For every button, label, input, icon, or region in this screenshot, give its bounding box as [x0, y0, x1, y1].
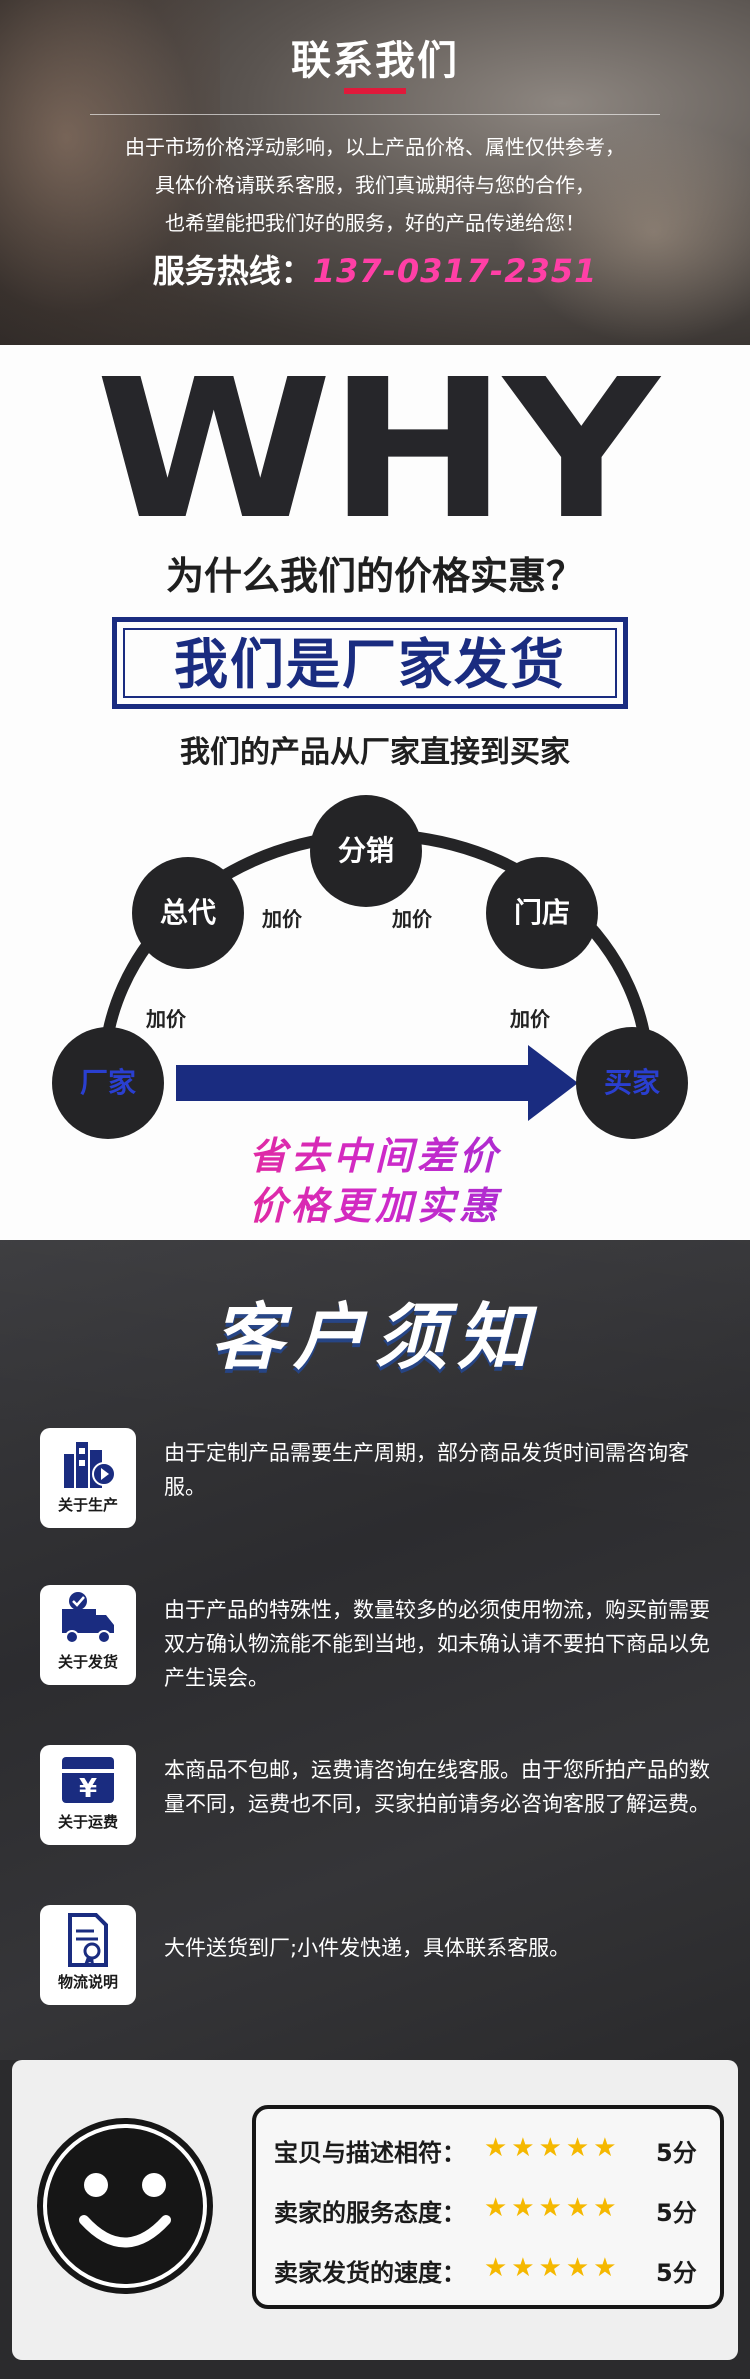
notice-icon-caption: 关于运费: [57, 1813, 118, 1831]
rating-label: 宝贝与描述相符：: [274, 2139, 466, 2167]
node-distribution: 分销: [310, 795, 422, 907]
notice-text: 本商品不包邮，运费请咨询在线客服。由于您所拍产品的数量不同，运费也不同，买家拍前…: [164, 1758, 710, 1816]
rating-label: 卖家发货的速度：: [274, 2259, 466, 2287]
title-underline: [344, 88, 406, 94]
why-heading: WHY: [95, 339, 659, 562]
notice-title: 客户须知: [210, 1295, 539, 1379]
notice-title-shadow: 客户须知: [210, 1299, 539, 1383]
rating-score: 5分: [656, 2199, 697, 2227]
rating-label: 卖家的服务态度：: [274, 2199, 466, 2227]
notice-icon-caption: 物流说明: [57, 1973, 118, 1991]
star-rating: ★★★★★: [484, 2193, 621, 2223]
node-buyer: 买家: [576, 1027, 688, 1139]
why-question: 为什么我们的价格实惠？: [165, 554, 584, 598]
notice-icon-card: 关于发货: [40, 1585, 136, 1685]
markup-label: 加价: [392, 907, 432, 931]
rating-section: 宝贝与描述相符： ★★★★★ 5分 卖家的服务态度： ★★★★★ 5分 卖家发货…: [0, 2060, 750, 2379]
notice-icon-card: ¥ 关于运费: [40, 1745, 136, 1845]
rating-score: 5分: [656, 2139, 697, 2167]
notice-text: 大件送货到厂;小件发快递，具体联系客服。: [164, 1936, 571, 1960]
markup-label: 加价: [146, 1007, 186, 1031]
contact-notice-text: 由于市场价格浮动影响，以上产品价格、属性仅供参考， 具体价格请联系客服，我们真诚…: [0, 128, 750, 242]
supply-chain-diagram: 厂家 总代 分销 门店 买家 加价 加价 加价 加价: [0, 765, 750, 1165]
hotline-number[interactable]: 137-0317-2351: [312, 252, 598, 290]
customer-notice-section: 客户须知 客户须知 关于生产 由于定制产品需要生产周期，部分商品发货时间需咨询客…: [0, 1240, 750, 2060]
rating-panel: 宝贝与描述相符： ★★★★★ 5分 卖家的服务态度： ★★★★★ 5分 卖家发货…: [12, 2060, 738, 2360]
contact-title: 联系我们: [291, 38, 459, 84]
node-factory: 厂家: [52, 1027, 164, 1139]
svg-text:¥: ¥: [79, 1774, 97, 1804]
node-store: 门店: [486, 857, 598, 969]
notice-text: 由于定制产品需要生产周期，部分商品发货时间需咨询客服。: [164, 1441, 689, 1499]
slogan-line: 价格更加实惠: [0, 1175, 750, 1230]
rating-row: 卖家发货的速度： ★★★★★ 5分: [274, 2249, 714, 2289]
why-subtitle: 我们的产品从厂家直接到买家: [180, 735, 570, 770]
markup-label: 加价: [262, 907, 302, 931]
factory-claim-box: 我们是厂家发货: [112, 617, 628, 709]
hotline: 服务热线：137-0317-2351: [0, 246, 750, 292]
notice-line: 由于市场价格浮动影响，以上产品价格、属性仅供参考，: [125, 135, 625, 159]
star-rating: ★★★★★: [484, 2253, 621, 2283]
factory-icon: [64, 1442, 116, 1488]
truck-icon: [62, 1592, 114, 1644]
factory-claim: 我们是厂家发货: [123, 628, 617, 698]
node-agent: 总代: [132, 857, 244, 969]
notice-line: 也希望能把我们好的服务，好的产品传递给您！: [165, 211, 585, 235]
why-section: WHY 为什么我们的价格实惠？ 我们是厂家发货 我们的产品从厂家直接到买家 厂家…: [0, 345, 750, 1240]
direct-arrow-head: [528, 1045, 578, 1121]
notice-icon-card: 关于生产: [40, 1428, 136, 1528]
rating-score: 5分: [656, 2259, 697, 2287]
notice-icon-card: 物流说明: [40, 1905, 136, 2005]
star-rating: ★★★★★: [484, 2133, 621, 2163]
rating-row: 宝贝与描述相符： ★★★★★ 5分: [274, 2129, 714, 2169]
notice-text: 由于产品的特殊性，数量较多的必须使用物流，购买前需要双方确认物流能不能到当地，如…: [164, 1598, 710, 1690]
rating-row: 卖家的服务态度： ★★★★★ 5分: [274, 2189, 714, 2229]
hotline-label: 服务热线：: [152, 252, 313, 290]
notice-icon-caption: 关于发货: [57, 1653, 118, 1671]
score-box: 宝贝与描述相符： ★★★★★ 5分 卖家的服务态度： ★★★★★ 5分 卖家发货…: [252, 2105, 724, 2309]
notice-icon-caption: 关于生产: [57, 1496, 118, 1514]
divider: [90, 114, 660, 115]
markup-label: 加价: [510, 1007, 550, 1031]
notice-line: 具体价格请联系客服，我们真诚期待与您的合作，: [155, 173, 595, 197]
document-icon: [68, 1913, 108, 1967]
slogan-line: 省去中间差价: [0, 1125, 750, 1180]
yen-icon: ¥: [62, 1757, 114, 1804]
smiley-icon: [37, 2118, 213, 2294]
contact-section: 联系我们 由于市场价格浮动影响，以上产品价格、属性仅供参考， 具体价格请联系客服…: [0, 0, 750, 345]
direct-arrow-shaft: [176, 1065, 530, 1101]
